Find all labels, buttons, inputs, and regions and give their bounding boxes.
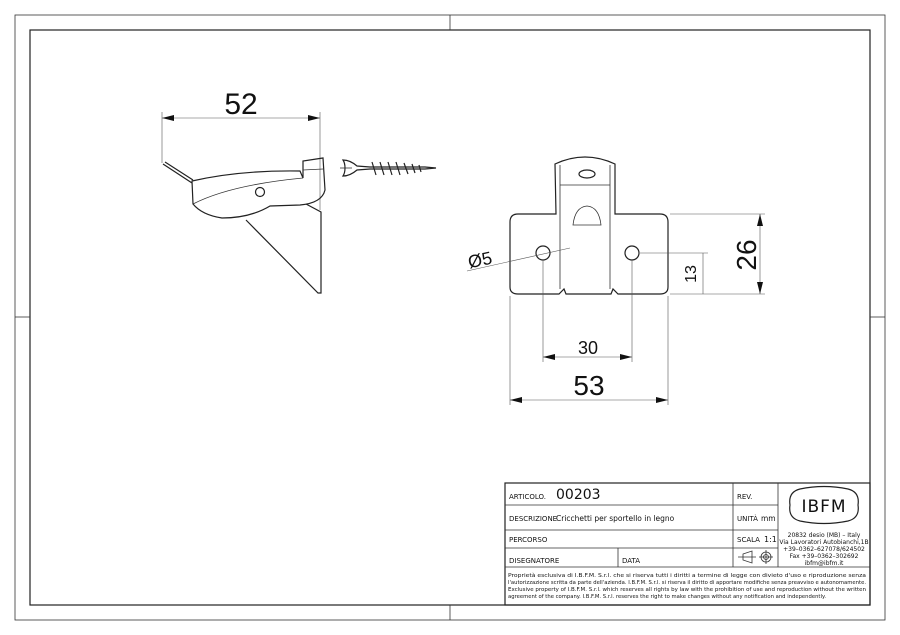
articolo-label: ARTICOLO. <box>509 493 546 501</box>
side-view: 52 <box>161 88 437 294</box>
dim-13: 13 <box>683 265 700 283</box>
percorso-label: PERCORSO <box>509 536 548 544</box>
scala-value: 1:1 <box>764 535 777 544</box>
ibfm-logo: IBFM <box>789 485 859 525</box>
disclaimer-line: Exclusive property of I.B.F.M. S.r.l. wh… <box>508 587 866 593</box>
dim-52: 52 <box>224 88 257 121</box>
descrizione-value: Cricchetti per sportello in legno <box>556 514 675 523</box>
unita-value: mm <box>761 514 776 523</box>
front-view: Ø5 30 53 13 26 <box>466 156 765 405</box>
screw-icon <box>340 159 437 177</box>
center-marks <box>15 15 885 620</box>
descrizione-label: DESCRIZIONE <box>509 515 557 523</box>
disclaimer-line: Proprietà esclusiva di I.B.F.M. S.r.l. c… <box>508 572 866 579</box>
address-line: 20832 desio (MB) – Italy <box>788 532 861 539</box>
dim-26: 26 <box>731 239 762 270</box>
disegnatore-label: DISEGNATORE <box>509 557 559 565</box>
outer-border <box>14 14 886 621</box>
disclaimer-line: l'autorizzazione scritta da parte dell'a… <box>508 580 866 586</box>
unita-label: UNITÀ <box>737 514 758 523</box>
fax-line: Fax +39–0362–302692 <box>790 553 859 560</box>
disclaimer-line: agreement of the company. I.B.F.M. S.r.l… <box>508 594 826 600</box>
rev-label: REV. <box>737 493 752 501</box>
title-block: ARTICOLO. 00203 REV. DESCRIZIONE Cricche… <box>504 482 871 606</box>
phone-line: +39–0362–627078/624502 <box>783 546 865 553</box>
address-line: Via Lavoratori Autobianchi,1B <box>779 539 868 546</box>
articolo-value: 00203 <box>556 487 601 503</box>
data-label: DATA <box>622 557 640 565</box>
scala-label: SCALA <box>737 536 760 544</box>
dim-hole-diameter: Ø5 <box>466 248 494 273</box>
dim-30: 30 <box>578 338 598 358</box>
projection-symbol-icon <box>738 550 773 564</box>
logo-text: IBFM <box>801 497 846 517</box>
dim-53: 53 <box>573 370 604 401</box>
email-line: ibfm@ibfm.it <box>805 560 844 567</box>
